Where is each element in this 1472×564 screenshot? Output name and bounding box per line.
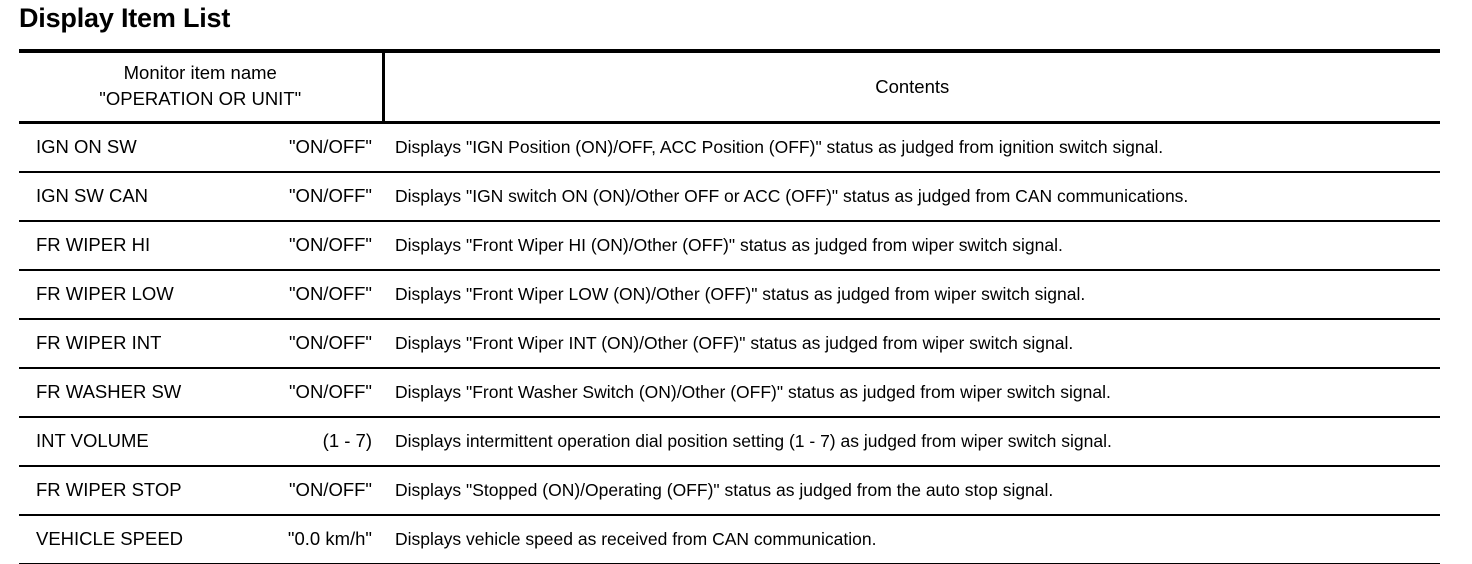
display-item-list-table-container: Monitor item name "OPERATION OR UNIT" Co… bbox=[19, 49, 1440, 564]
monitor-item-cell: INT VOLUME (1 - 7) bbox=[19, 417, 383, 467]
contents-cell: Displays "Front Wiper HI (ON)/Other (OFF… bbox=[383, 221, 1440, 271]
column-header-monitor-item-name-line1: Monitor item name bbox=[123, 62, 277, 83]
table-header: Monitor item name "OPERATION OR UNIT" Co… bbox=[19, 49, 1440, 124]
monitor-item-name: IGN SW CAN bbox=[36, 185, 149, 206]
monitor-item-name: FR WIPER STOP bbox=[36, 479, 182, 500]
monitor-item-cell: FR WIPER LOW "ON/OFF" bbox=[19, 270, 383, 320]
table-header-row: Monitor item name "OPERATION OR UNIT" Co… bbox=[19, 49, 1440, 124]
monitor-item-name: FR WASHER SW bbox=[36, 381, 182, 402]
contents-cell: Displays "Front Washer Switch (ON)/Other… bbox=[383, 368, 1440, 418]
page-title: Display Item List bbox=[19, 3, 231, 33]
contents-cell: Displays "Stopped (ON)/Operating (OFF)" … bbox=[383, 466, 1440, 516]
monitor-item-cell: IGN ON SW "ON/OFF" bbox=[19, 122, 383, 173]
table-row: IGN SW CAN "ON/OFF" Displays "IGN switch… bbox=[19, 172, 1440, 222]
contents-cell: Displays "Front Wiper LOW (ON)/Other (OF… bbox=[383, 270, 1440, 320]
monitor-item-cell: FR WASHER SW "ON/OFF" bbox=[19, 368, 383, 418]
monitor-item-unit: (1 - 7) bbox=[322, 430, 372, 451]
monitor-item-name: IGN ON SW bbox=[36, 136, 137, 157]
contents-cell: Displays intermittent operation dial pos… bbox=[383, 417, 1440, 467]
monitor-item-unit: "ON/OFF" bbox=[288, 185, 372, 206]
contents-cell: Displays "Front Wiper INT (ON)/Other (OF… bbox=[383, 319, 1440, 369]
monitor-item-unit: "ON/OFF" bbox=[288, 381, 372, 402]
column-header-contents: Contents bbox=[381, 49, 1440, 124]
contents-cell: Displays "IGN Position (ON)/OFF, ACC Pos… bbox=[383, 122, 1440, 173]
table-row: VEHICLE SPEED "0.0 km/h" Displays vehicl… bbox=[19, 515, 1440, 564]
monitor-item-name: FR WIPER LOW bbox=[36, 283, 174, 304]
monitor-item-unit: "ON/OFF" bbox=[288, 234, 372, 255]
column-header-monitor-item-name: Monitor item name "OPERATION OR UNIT" bbox=[19, 49, 383, 124]
monitor-item-unit: "ON/OFF" bbox=[288, 136, 372, 157]
monitor-item-name: INT VOLUME bbox=[36, 430, 149, 451]
monitor-item-cell: FR WIPER HI "ON/OFF" bbox=[19, 221, 383, 271]
table-row: FR WIPER INT "ON/OFF" Displays "Front Wi… bbox=[19, 319, 1440, 369]
monitor-item-cell: IGN SW CAN "ON/OFF" bbox=[19, 172, 383, 222]
column-header-monitor-item-name-line2: "OPERATION OR UNIT" bbox=[99, 88, 302, 109]
contents-cell: Displays "IGN switch ON (ON)/Other OFF o… bbox=[383, 172, 1440, 222]
table-row: FR WIPER HI "ON/OFF" Displays "Front Wip… bbox=[19, 221, 1440, 271]
display-item-list-table: Monitor item name "OPERATION OR UNIT" Co… bbox=[19, 49, 1440, 564]
table-row: FR WIPER STOP "ON/OFF" Displays "Stopped… bbox=[19, 466, 1440, 516]
contents-cell: Displays vehicle speed as received from … bbox=[383, 515, 1440, 564]
monitor-item-unit: "0.0 km/h" bbox=[287, 528, 372, 549]
monitor-item-name: FR WIPER HI bbox=[36, 234, 151, 255]
monitor-item-name: VEHICLE SPEED bbox=[36, 528, 184, 549]
table-row: FR WIPER LOW "ON/OFF" Displays "Front Wi… bbox=[19, 270, 1440, 320]
monitor-item-unit: "ON/OFF" bbox=[288, 479, 372, 500]
monitor-item-cell: VEHICLE SPEED "0.0 km/h" bbox=[19, 515, 383, 564]
monitor-item-unit: "ON/OFF" bbox=[288, 283, 372, 304]
monitor-item-name: FR WIPER INT bbox=[36, 332, 162, 353]
table-row: FR WASHER SW "ON/OFF" Displays "Front Wa… bbox=[19, 368, 1440, 418]
table-body: IGN ON SW "ON/OFF" Displays "IGN Positio… bbox=[19, 122, 1440, 564]
table-row: INT VOLUME (1 - 7) Displays intermittent… bbox=[19, 417, 1440, 467]
monitor-item-cell: FR WIPER INT "ON/OFF" bbox=[19, 319, 383, 369]
table-row: IGN ON SW "ON/OFF" Displays "IGN Positio… bbox=[19, 122, 1440, 173]
monitor-item-cell: FR WIPER STOP "ON/OFF" bbox=[19, 466, 383, 516]
monitor-item-unit: "ON/OFF" bbox=[288, 332, 372, 353]
